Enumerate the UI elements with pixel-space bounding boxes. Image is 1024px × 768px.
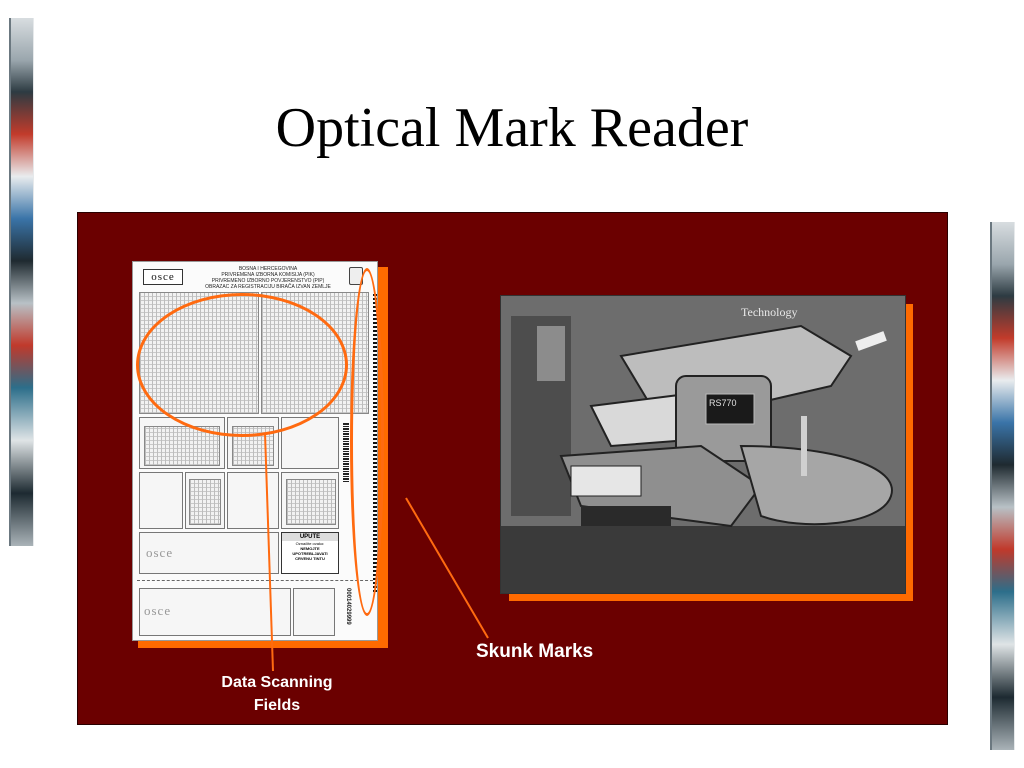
skunk-marks-highlight-ellipse [350, 268, 384, 616]
form-header-line: OBRAZAC ZA REGISTRACIJU BIRAČA IZVAN ZEM… [205, 284, 331, 290]
caption-line: Data Scanning [221, 674, 333, 691]
left-decorative-strip [9, 18, 34, 546]
instructions-line: UPOTREBLJAVATI [292, 551, 328, 556]
omr-machine-illustration: RS770 [501, 296, 905, 593]
device-display-text: RS770 [709, 398, 737, 408]
instructions-title: UPUTE [282, 533, 338, 541]
data-fields-highlight-ellipse [136, 293, 348, 437]
form-field-box [227, 472, 279, 529]
form-field-box: osce [139, 532, 279, 574]
form-header-line: BOSNA I HERCEGOVINA [238, 266, 298, 272]
form-header-line: PRIVREMENO IZBORNO POVJERENSTVO (PIP) [211, 278, 325, 284]
form-header-line: PRIVREMENA IZBORNA KOMISIJA (PIK) [221, 272, 315, 278]
tear-line [137, 580, 373, 581]
vertical-barcode [343, 422, 349, 482]
serial-number: 00014029999 [345, 588, 351, 625]
form-field-box [185, 472, 225, 529]
receipt-box [293, 588, 335, 636]
instructions-box: UPUTE Označite ovako: NEMOJTE UPOTREBLJA… [281, 532, 339, 574]
receipt-box: osce [139, 588, 291, 636]
instructions-line: CRVENU TINTU [295, 556, 325, 561]
technology-sign: Technology [741, 305, 798, 319]
right-decorative-strip [990, 222, 1015, 750]
field-bubble-grid [286, 479, 336, 525]
form-field-box [139, 472, 183, 529]
form-field-box [139, 417, 225, 469]
field-bubble-grid [189, 479, 221, 525]
form-field-box [281, 472, 339, 529]
slide-title: Optical Mark Reader [275, 97, 749, 159]
skunk-marks-caption: Skunk Marks [476, 641, 594, 662]
skunk-marks-arrow [405, 497, 489, 639]
osce-watermark: osce [146, 545, 174, 560]
omr-machine-photo: RS770 Technology [500, 295, 906, 594]
instructions-line: Označite ovako: [295, 541, 325, 546]
osce-watermark: osce [144, 603, 172, 618]
caption-line: Fields [253, 697, 301, 714]
instructions-line: NEMOJTE [300, 546, 320, 551]
form-header: BOSNA I HERCEGOVINA PRIVREMENA IZBORNA K… [193, 266, 343, 290]
data-scanning-fields-caption: Data Scanning Fields [212, 671, 342, 717]
osce-logo: osce [143, 269, 183, 285]
field-bubble-grid [144, 426, 220, 466]
content-panel: osce BOSNA I HERCEGOVINA PRIVREMENA IZBO… [77, 212, 948, 725]
